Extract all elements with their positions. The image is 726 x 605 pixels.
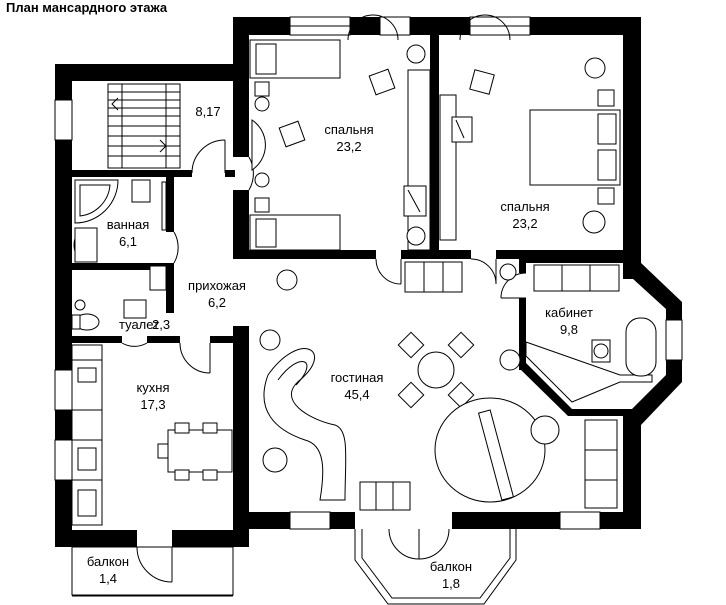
stairs-area: 8,17 bbox=[195, 104, 220, 119]
living-room-name: гостиная bbox=[331, 370, 384, 385]
living-room-furniture bbox=[259, 261, 618, 511]
balcony-1-area: 1,4 bbox=[99, 571, 117, 586]
bedroom-2-area: 23,2 bbox=[512, 216, 537, 231]
balcony-1-shape bbox=[71, 546, 234, 597]
balcony-2-area: 1,8 bbox=[442, 576, 460, 591]
bathroom-name: ванная bbox=[107, 217, 150, 232]
balcony-1-name: балкон bbox=[87, 554, 129, 569]
study-furniture bbox=[525, 264, 657, 403]
toilet-area: 2,3 bbox=[152, 317, 170, 332]
bathroom-furniture bbox=[71, 179, 167, 331]
kitchen-name: кухня bbox=[136, 380, 169, 395]
hallway-name: прихожая bbox=[188, 278, 246, 293]
stairs bbox=[107, 83, 181, 169]
bedroom-1-furniture bbox=[249, 14, 431, 251]
bedroom-1-name: спальня bbox=[324, 122, 373, 137]
living-room-area: 45,4 bbox=[344, 387, 369, 402]
interior-walls bbox=[72, 17, 638, 416]
study-area: 9,8 bbox=[560, 322, 578, 337]
room-labels: 8,17 спальня 23,2 спальня 23,2 ванная 6,… bbox=[87, 104, 593, 591]
doors bbox=[121, 139, 527, 583]
bathroom-area: 6,1 bbox=[119, 234, 137, 249]
bedroom-2-furniture bbox=[439, 14, 621, 241]
bedroom-1-area: 23,2 bbox=[336, 139, 361, 154]
kitchen-furniture bbox=[71, 344, 233, 526]
kitchen-area: 17,3 bbox=[140, 397, 165, 412]
bedroom-2-name: спальня bbox=[500, 199, 549, 214]
plan-title: План мансардного этажа bbox=[6, 0, 168, 15]
hallway-area: 6,2 bbox=[208, 295, 226, 310]
study-name: кабинет bbox=[545, 305, 593, 320]
windows bbox=[54, 16, 683, 530]
toilet-name: туалет bbox=[119, 317, 159, 332]
balcony-2-shape bbox=[354, 529, 517, 605]
balcony-2-name: балкон bbox=[430, 559, 472, 574]
